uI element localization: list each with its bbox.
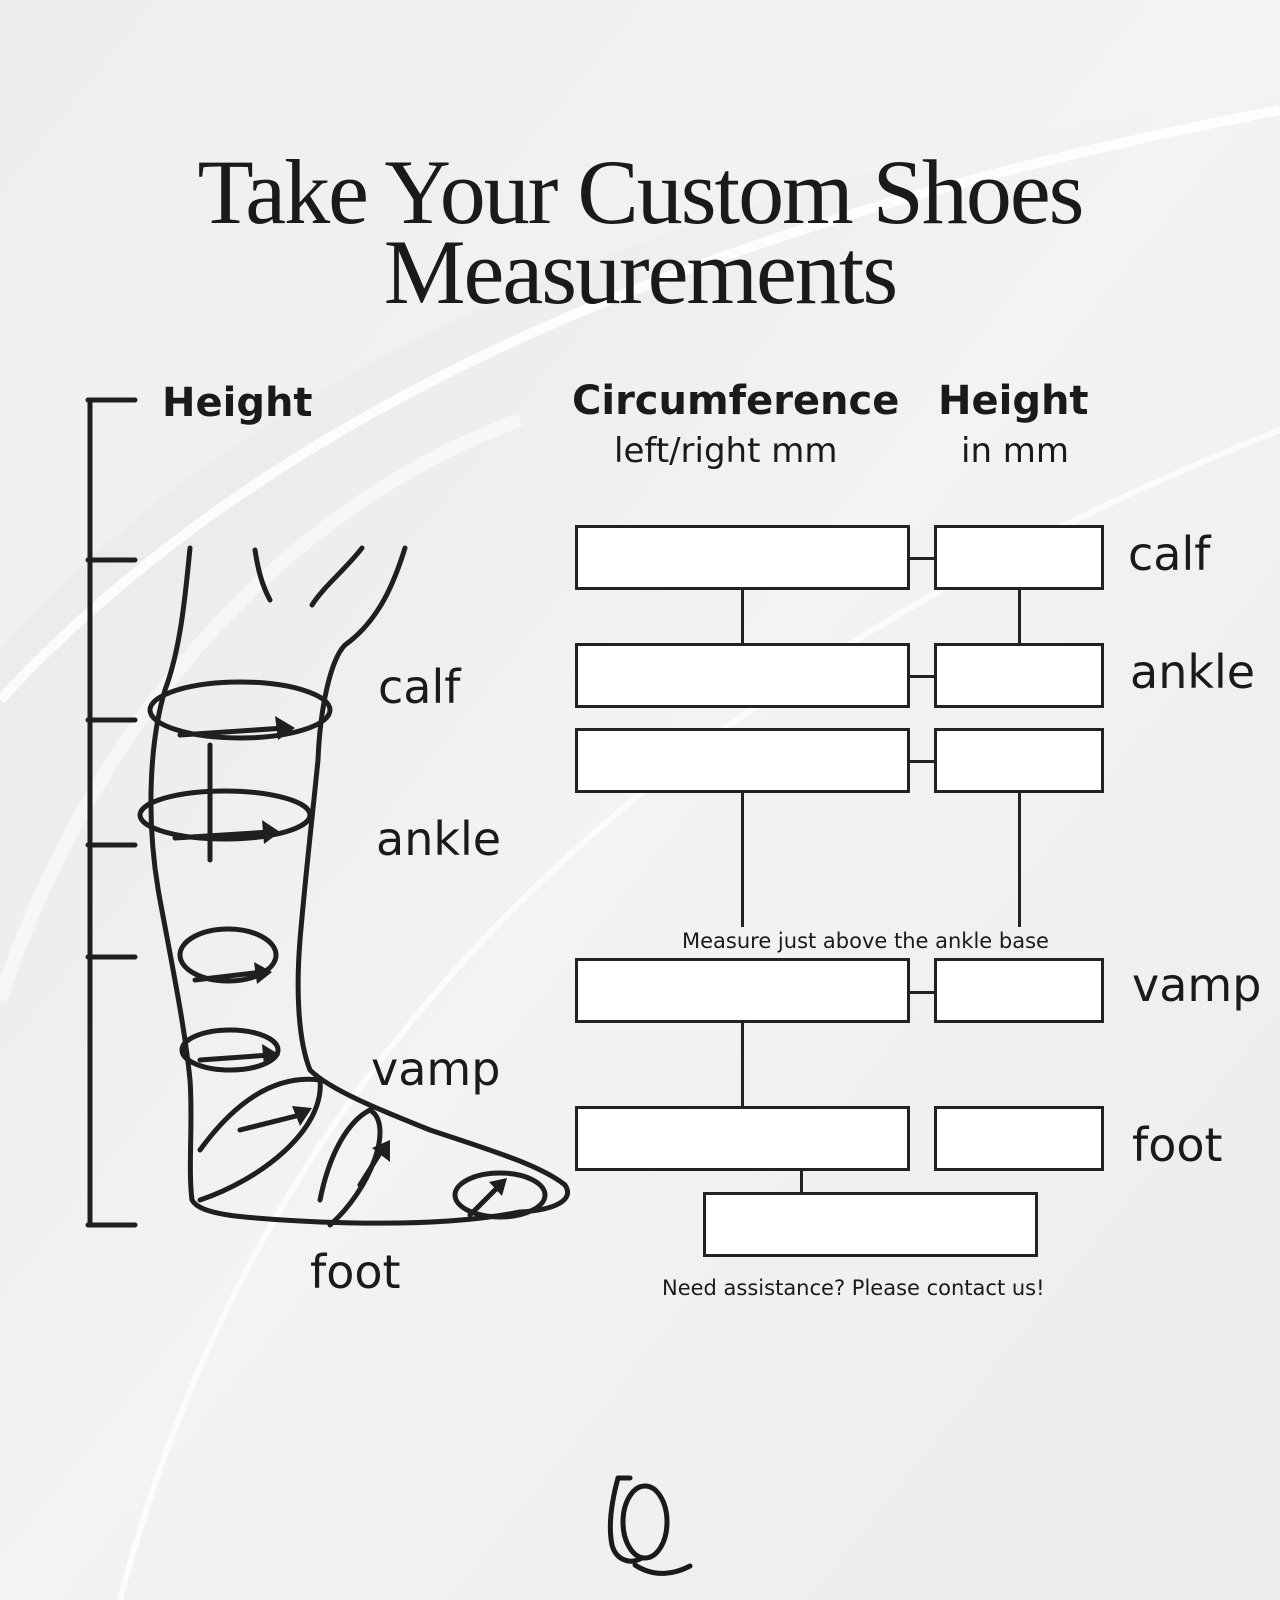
row-label-foot: foot (1132, 1118, 1223, 1172)
connector (741, 590, 744, 645)
measure-loops (137, 679, 548, 1228)
page-title-line1: Take Your Custom Shoes (197, 141, 1085, 243)
height-subheader: in mm (961, 431, 1070, 471)
foot-length-input[interactable] (703, 1192, 1038, 1257)
connector (908, 991, 936, 994)
connector (908, 557, 936, 560)
connector (800, 1170, 803, 1194)
connector (741, 792, 744, 927)
connector (908, 675, 936, 678)
measure-arrows (172, 725, 503, 1218)
row-label-calf: calf (1128, 527, 1211, 581)
leg-label-foot: foot (310, 1245, 401, 1299)
calf-circumference-input[interactable] (575, 525, 910, 590)
leg-outline (148, 545, 570, 1226)
leg-label-ankle: ankle (376, 812, 502, 866)
circumference-header: Circumference (572, 378, 900, 424)
connector (741, 1022, 744, 1108)
height-header: Height (938, 378, 1089, 424)
height-ruler (85, 397, 138, 1228)
ankle-note: Measure just above the ankle base (682, 929, 1049, 953)
ankle-base-circumference-input[interactable] (575, 728, 910, 793)
page-title-line2: Measurements (383, 221, 899, 323)
ankle-circumference-input[interactable] (575, 643, 910, 708)
ankle-base-height-input[interactable] (934, 728, 1104, 793)
contact-note: Need assistance? Please contact us! (662, 1276, 1045, 1300)
connector (1018, 590, 1021, 645)
foot-circumference-input[interactable] (575, 1106, 910, 1171)
foot-height-input[interactable] (934, 1106, 1104, 1171)
lq-monogram-logo (607, 1475, 693, 1576)
circumference-subheader: left/right mm (614, 431, 838, 471)
connector (1018, 792, 1021, 927)
ankle-height-input[interactable] (934, 643, 1104, 708)
vamp-height-input[interactable] (934, 958, 1104, 1023)
row-label-ankle: ankle (1130, 645, 1256, 699)
calf-height-input[interactable] (934, 525, 1104, 590)
height-label: Height (162, 380, 313, 426)
vamp-circumference-input[interactable] (575, 958, 910, 1023)
leg-label-vamp: vamp (371, 1042, 501, 1096)
row-label-vamp: vamp (1132, 958, 1262, 1012)
leg-label-calf: calf (378, 660, 461, 714)
connector (908, 760, 936, 763)
